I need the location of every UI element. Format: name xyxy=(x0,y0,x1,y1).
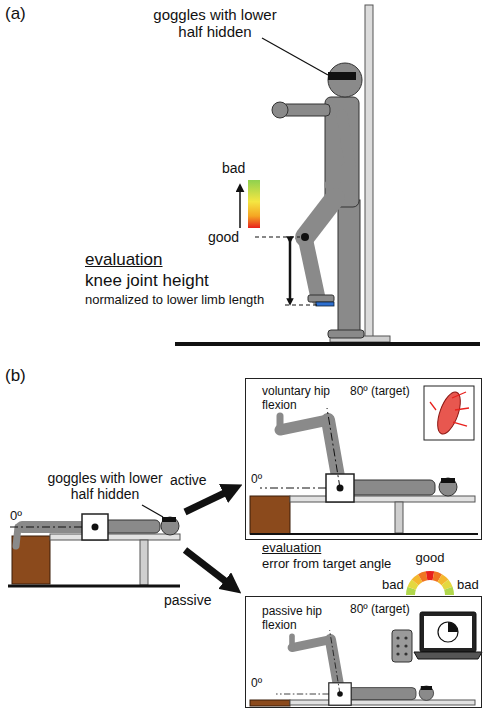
knee-height-measure xyxy=(289,240,292,302)
standing-figure xyxy=(272,102,288,118)
standing-figure xyxy=(282,104,330,116)
standing-figure xyxy=(328,330,364,338)
target-angle-label: 80º (target) xyxy=(350,603,424,617)
color-scale xyxy=(248,180,260,228)
standing-figure xyxy=(175,342,480,346)
active-test-figure xyxy=(430,402,436,410)
button-dot xyxy=(396,652,399,655)
active-test-figure xyxy=(433,389,465,437)
branch-arrow xyxy=(185,489,233,512)
angle-label: 0º xyxy=(251,473,275,487)
error-gauge xyxy=(406,571,454,595)
lying-figure xyxy=(140,540,148,585)
target-angle-label: 80º (target) xyxy=(350,385,424,399)
passive-test-figure xyxy=(396,636,407,655)
gauge-segment xyxy=(418,571,427,582)
button-dot xyxy=(396,636,399,639)
passive-test-figure xyxy=(276,630,434,705)
active-test-figure xyxy=(250,496,290,534)
evaluation-heading: evaluation xyxy=(85,250,205,270)
lying-figure xyxy=(16,527,18,546)
evaluation-note: normalized to lower limb length xyxy=(85,293,283,308)
passive-test-figure xyxy=(424,616,472,648)
passive-test-figure xyxy=(420,612,476,652)
panel-label: (b) xyxy=(5,366,45,386)
active-test-figure xyxy=(455,408,469,410)
standing-figure xyxy=(301,233,309,241)
standing-figure xyxy=(316,302,334,306)
condition-label: active xyxy=(170,472,220,488)
button-dot xyxy=(404,636,407,639)
standing-figure xyxy=(305,237,318,298)
lying-figure xyxy=(82,514,108,540)
callout-label: goggles with lower half hidden xyxy=(40,470,170,502)
leader-line xyxy=(262,38,328,75)
leader-line xyxy=(262,38,328,75)
standing-figure xyxy=(330,115,350,185)
branch-arrow xyxy=(185,489,233,587)
active-test-figure xyxy=(452,392,466,398)
lying-figure xyxy=(8,527,82,528)
lying-figure xyxy=(8,585,180,588)
callout-label: goggles with lower half hidden xyxy=(140,6,290,41)
lying-figure xyxy=(161,517,179,535)
active-test-figure xyxy=(250,386,478,534)
knee-height-measure xyxy=(285,304,318,305)
evaluation-heading: evaluation xyxy=(262,541,362,556)
active-test-figure xyxy=(453,422,467,426)
lying-figure xyxy=(50,534,180,540)
standing-figure xyxy=(308,295,334,302)
standing-figure xyxy=(365,5,373,340)
evaluation-text: error from target angle xyxy=(262,557,412,572)
passive-test-figure xyxy=(448,622,458,632)
button-dot xyxy=(404,644,407,647)
panel-label: (a) xyxy=(5,4,45,24)
lying-figure xyxy=(92,524,99,531)
standing-figure xyxy=(328,63,362,97)
passive-test-figure xyxy=(414,652,482,659)
knee-height-measure xyxy=(255,237,318,305)
knee-height-measure xyxy=(255,236,300,237)
angle-label: 0º xyxy=(251,677,275,691)
active-test-figure xyxy=(250,533,478,535)
gauge-segment xyxy=(444,587,454,595)
passive-test-figure xyxy=(392,630,412,662)
standing-figure xyxy=(338,200,360,335)
branch-arrow xyxy=(185,550,233,587)
standing-figure xyxy=(328,72,356,80)
angle-label: 0º xyxy=(10,509,40,524)
passive-test-figure xyxy=(438,622,458,642)
scale-label: bad xyxy=(222,160,252,176)
lying-figure xyxy=(142,505,163,517)
active-test-figure xyxy=(395,502,403,533)
passive-test-figure xyxy=(250,700,290,706)
condition-label: passive xyxy=(164,592,224,608)
lying-figure xyxy=(162,517,176,522)
active-test-figure xyxy=(290,496,475,502)
inset-panel: passive hip flexion80º (target) 0º xyxy=(245,596,482,708)
passive-test-figure xyxy=(290,700,475,705)
lying-figure xyxy=(8,505,180,586)
scale-label: good xyxy=(410,551,450,566)
button-dot xyxy=(396,644,399,647)
active-test-figure xyxy=(424,386,474,440)
color-scale xyxy=(239,185,241,228)
scale-label: good xyxy=(208,229,248,245)
evaluation-text: knee joint height xyxy=(85,271,255,291)
color-scale xyxy=(240,180,260,228)
scale-label: bad xyxy=(457,578,483,593)
inset-panel: voluntary hip flexion80º (target) 0º xyxy=(245,378,482,540)
scale-label: bad xyxy=(382,578,406,593)
condition-text: voluntary hip flexion xyxy=(262,385,347,413)
button-dot xyxy=(404,652,407,655)
condition-text: passive hip flexion xyxy=(262,605,347,633)
